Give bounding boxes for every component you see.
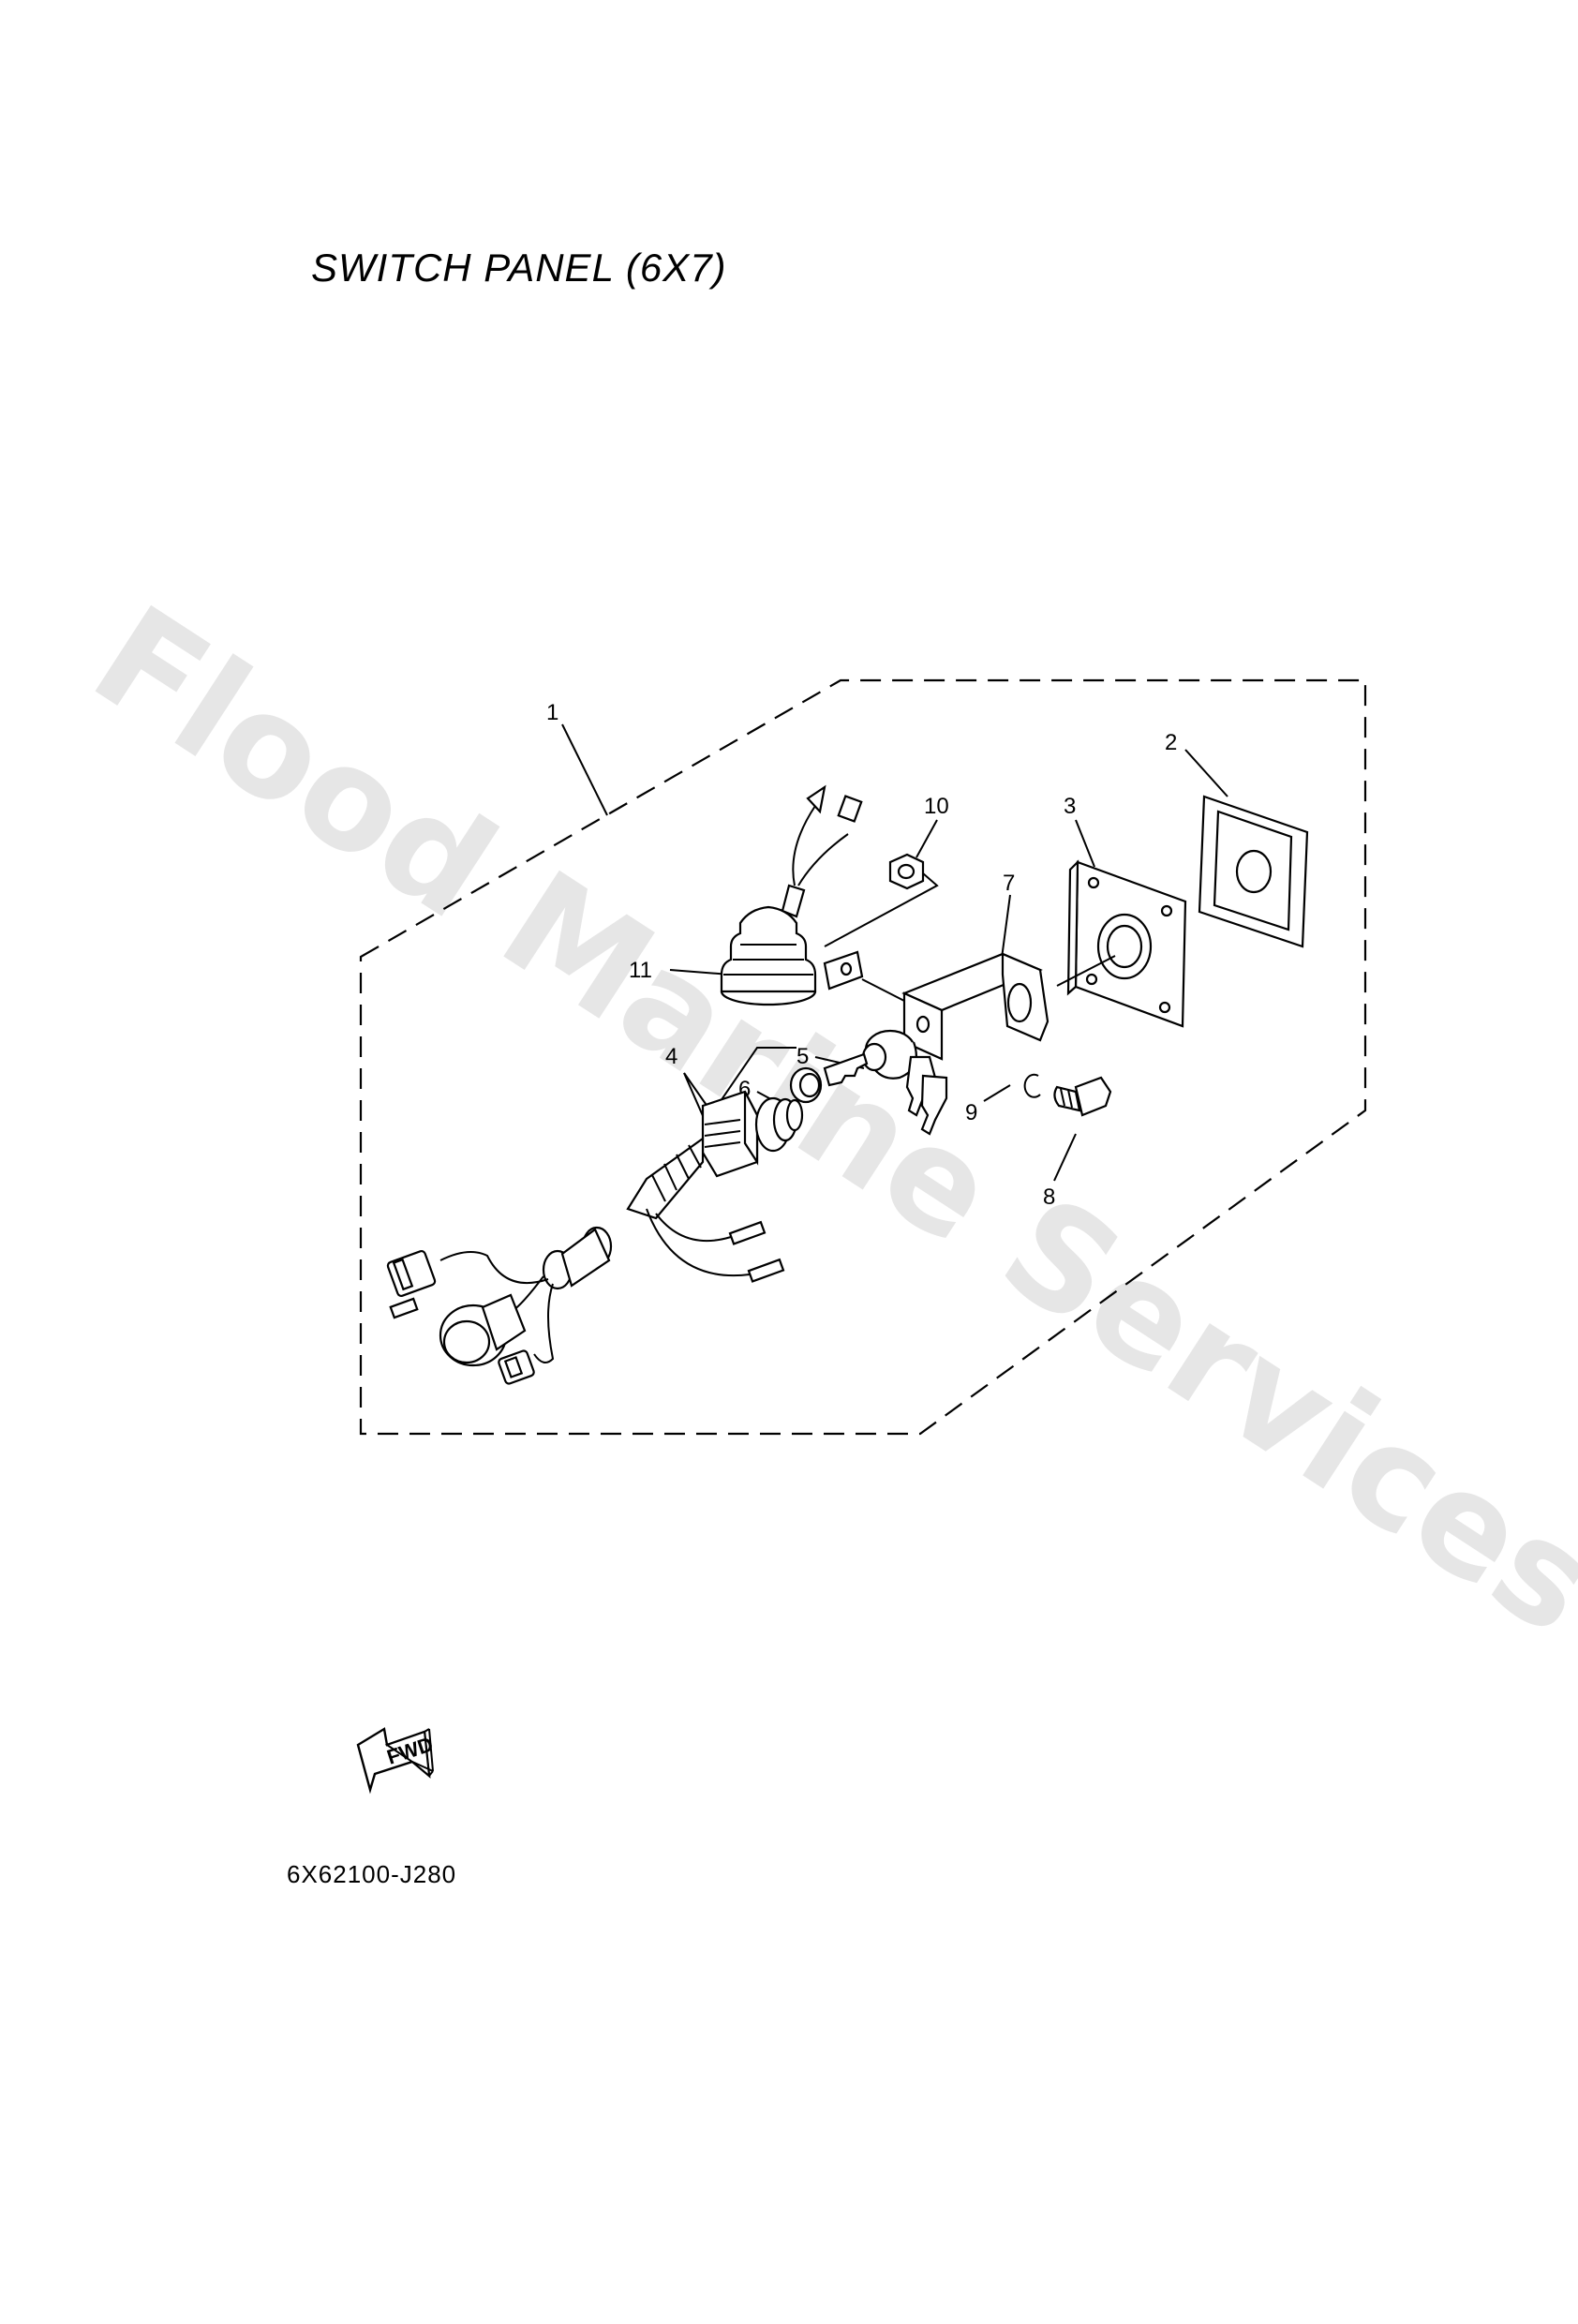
leader-8 bbox=[1053, 1133, 1077, 1182]
leader-1 bbox=[561, 723, 608, 816]
leader-2 bbox=[1184, 749, 1228, 797]
watermark: Flood Marine Services bbox=[66, 575, 1578, 1666]
callout-3: 3 bbox=[1064, 794, 1076, 819]
part-ring-nut bbox=[789, 1066, 823, 1104]
part-key-switch bbox=[823, 1029, 948, 1136]
callout-5: 5 bbox=[796, 1044, 809, 1069]
part-mounting-plate bbox=[1066, 859, 1187, 1028]
leader-9 bbox=[983, 1084, 1011, 1102]
part-bolt bbox=[1053, 1076, 1112, 1117]
leader-4-branch bbox=[711, 1047, 796, 1114]
callout-9: 9 bbox=[965, 1100, 977, 1125]
leader-10 bbox=[916, 819, 938, 858]
fwd-direction-arrow-icon bbox=[356, 1727, 434, 1795]
callout-1: 1 bbox=[546, 700, 558, 725]
callout-8: 8 bbox=[1043, 1184, 1055, 1210]
part-clip bbox=[1023, 1073, 1041, 1098]
callout-11: 11 bbox=[629, 958, 652, 983]
callout-10: 10 bbox=[924, 794, 949, 819]
leader-3 bbox=[1075, 819, 1095, 868]
part-switch-boot bbox=[720, 784, 905, 1006]
part-gasket bbox=[1198, 795, 1309, 948]
part-wiring-harness bbox=[386, 1090, 804, 1385]
diagram-code: 6X62100-J280 bbox=[287, 1860, 457, 1888]
diagram-title: SWITCH PANEL (6X7) bbox=[311, 246, 727, 290]
part-nut bbox=[824, 853, 939, 947]
callout-2: 2 bbox=[1165, 730, 1177, 755]
callout-4: 4 bbox=[665, 1044, 677, 1069]
assembly-outline bbox=[359, 678, 1367, 1436]
callout-7: 7 bbox=[1003, 871, 1015, 896]
